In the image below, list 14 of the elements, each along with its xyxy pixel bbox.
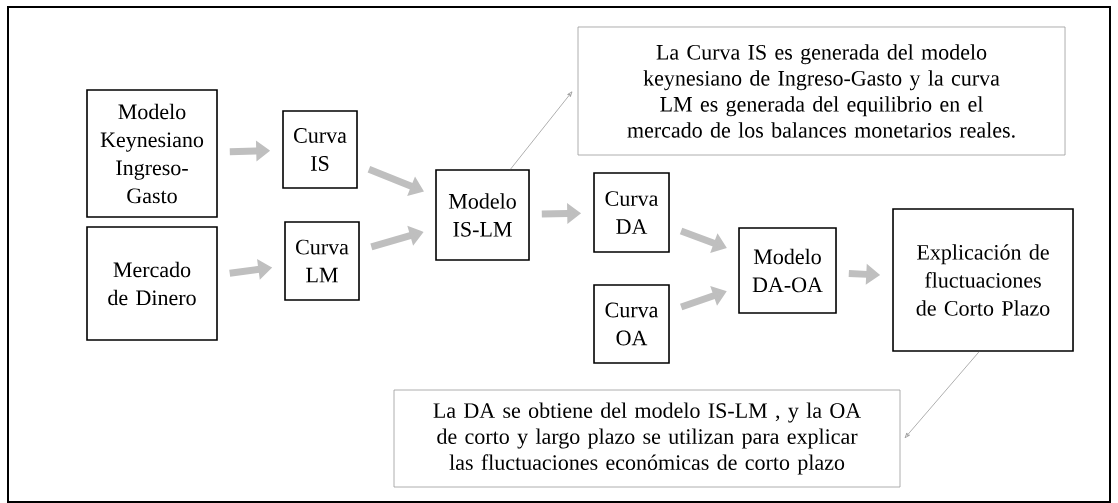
process-box: Curva DA	[593, 172, 670, 253]
leader-arrow	[510, 91, 573, 170]
leader-arrow	[904, 351, 980, 439]
note-box: La Curva IS es generada del modelo keynesiano de Ingreso-Gasto y la curva LM es generada del equilibrio en el mercado de los balances monetarios reales.	[577, 26, 1066, 156]
process-box: Curva IS	[282, 110, 358, 189]
note-box: La DA se obtiene del modelo IS-LM , y la OA de corto y largo plazo se utilizan para explicar las fluctuaciones económicas de corto plazo	[393, 389, 901, 488]
block-arrow	[367, 165, 424, 196]
process-box: Modelo Keynesiano Ingreso-Gasto	[86, 89, 218, 218]
process-box: Curva LM	[284, 221, 360, 301]
process-box: Modelo DA-OA	[738, 227, 837, 314]
process-box: Mercado de Dinero	[86, 226, 218, 341]
process-box: Explicación de fluctuaciones de Corto Plazo	[892, 208, 1074, 352]
process-box: Modelo IS-LM	[435, 169, 530, 261]
process-box: Curva OA	[593, 284, 670, 364]
